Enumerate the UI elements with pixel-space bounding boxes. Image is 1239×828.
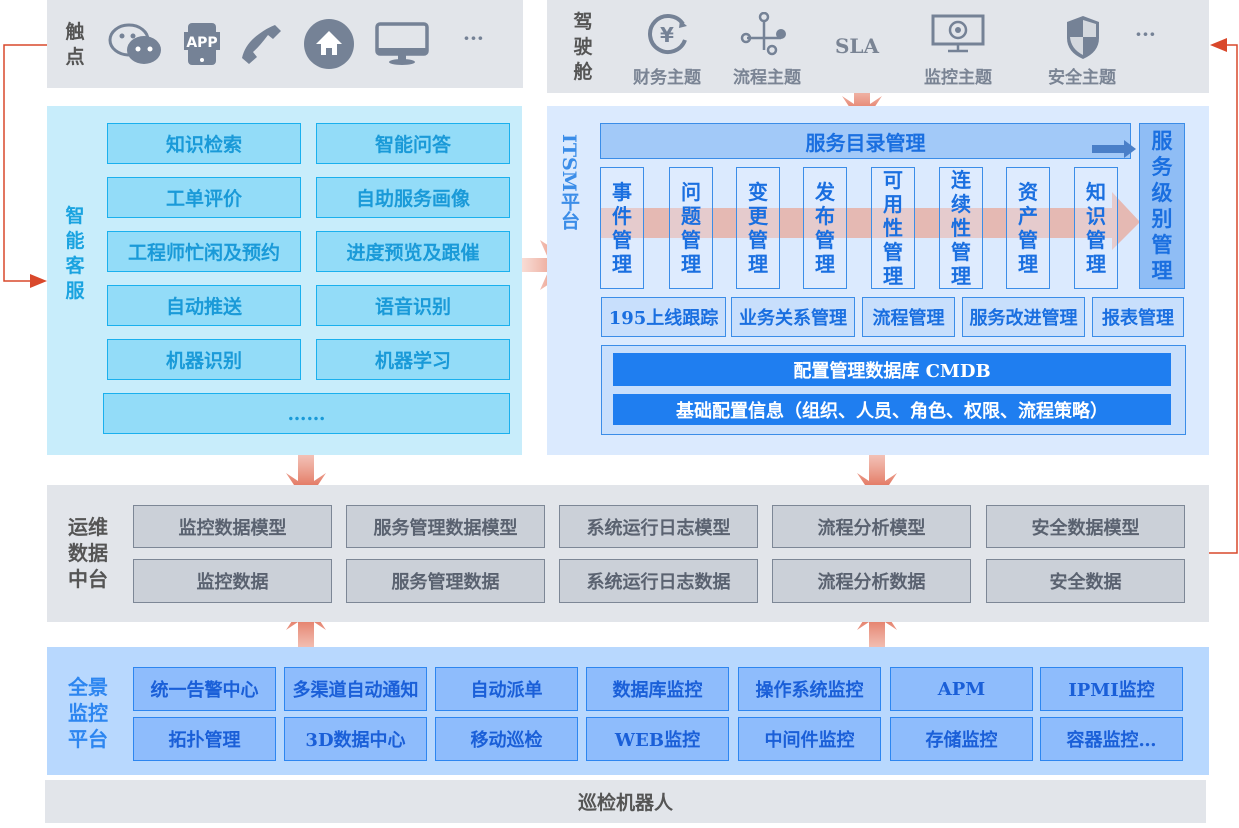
data-model-box[interactable]: 服务管理数据模型 — [346, 505, 545, 548]
process-box[interactable]: 发布管理 — [803, 167, 847, 289]
service-catalog-box[interactable]: 服务目录管理 — [600, 123, 1131, 159]
arrowhead-icon — [30, 274, 47, 288]
smart-service-more: …… — [103, 393, 510, 434]
cmdb-bar[interactable]: 配置管理数据库 CMDB — [613, 353, 1171, 386]
smart-service-panel: 智能客服 …… 知识检索智能问答工单评价自助服务画像工程师忙闲及预约进度预览及跟… — [47, 106, 522, 455]
smart-service-item[interactable]: 自助服务画像 — [316, 177, 510, 218]
process-box[interactable]: 知识管理 — [1074, 167, 1118, 289]
monitoring-item[interactable]: 自动派单 — [435, 667, 578, 711]
shield-icon — [1065, 14, 1101, 60]
smart-service-item[interactable]: 机器学习 — [316, 339, 510, 380]
touchpoints-label: 触点 — [65, 21, 85, 68]
itsm-module[interactable]: 业务关系管理 — [731, 297, 855, 337]
monitoring-item[interactable]: 多渠道自动通知 — [284, 667, 427, 711]
monitoring-item[interactable]: 拓扑管理 — [133, 717, 276, 761]
monitoring-item[interactable]: 移动巡检 — [435, 717, 578, 761]
process-box[interactable]: 连续性管理 — [939, 167, 983, 289]
data-model-box[interactable]: 流程分析模型 — [772, 505, 971, 548]
data-model-box[interactable]: 系统运行日志模型 — [559, 505, 758, 548]
app-text: APP — [186, 35, 217, 51]
base-config-bar[interactable]: 基础配置信息（组织、人员、角色、权限、流程策略） — [613, 394, 1171, 425]
monitoring-item[interactable]: APM — [890, 667, 1033, 711]
process-flow-arrow — [600, 192, 1140, 250]
phone-icon — [239, 22, 283, 66]
monitoring-panel: 全景监控平台 统一告警中心拓扑管理多渠道自动通知 3D数据中心自动派单移动巡检数据… — [47, 647, 1209, 775]
arrow-right-icon — [1092, 140, 1136, 158]
cockpit-item-monitor[interactable]: 监控主题 — [924, 68, 992, 88]
itsm-module[interactable]: 流程管理 — [862, 297, 955, 337]
process-box[interactable]: 可用性管理 — [871, 167, 915, 289]
monitoring-item[interactable]: 存储监控 — [890, 717, 1033, 761]
feedback-line-right — [1209, 44, 1238, 554]
ops-data-panel: 运维数据中台 监控数据模型监控数据服务管理数据模型服务管理数据系统运行日志模型系… — [47, 485, 1209, 622]
data-box[interactable]: 服务管理数据 — [346, 559, 545, 603]
touchpoints-panel: 触点 APP ··· — [47, 0, 523, 88]
itsm-label: ITSM平台 — [558, 134, 580, 230]
process-box[interactable]: 资产管理 — [1006, 167, 1050, 289]
monitoring-item[interactable]: 3D数据中心 — [284, 717, 427, 761]
itsm-panel: ITSM平台 服务目录管理 服务级别管理 配置管理数据库 CMDB 基础配置信息… — [547, 106, 1209, 455]
arrowhead-icon — [1210, 38, 1227, 52]
data-box[interactable]: 监控数据 — [133, 559, 332, 603]
smart-service-item[interactable]: 机器识别 — [107, 339, 301, 380]
more-icon: ··· — [463, 26, 484, 50]
inspection-robot-bar: 巡检机器人 — [45, 780, 1206, 823]
monitoring-label: 全景监控平台 — [68, 675, 108, 751]
cockpit-panel: 驾驶舱 ¥ 财务主题 流程主题 SLA 监控主题 安全主题 ··· — [547, 0, 1209, 93]
data-box[interactable]: 流程分析数据 — [772, 559, 971, 603]
finance-icon: ¥ — [647, 12, 689, 56]
cockpit-item-flow[interactable]: 流程主题 — [733, 68, 801, 88]
cockpit-item-finance[interactable]: 财务主题 — [633, 68, 701, 88]
process-box[interactable]: 事件管理 — [600, 167, 644, 289]
feedback-line-left — [3, 44, 47, 282]
smart-service-item[interactable]: 智能问答 — [316, 123, 510, 164]
monitoring-item[interactable]: 操作系统监控 — [738, 667, 881, 711]
process-box[interactable]: 问题管理 — [669, 167, 713, 289]
smart-service-label: 智能客服 — [65, 205, 85, 302]
monitoring-item[interactable]: WEB监控 — [586, 717, 729, 761]
smart-service-item[interactable]: 自动推送 — [107, 285, 301, 326]
smart-service-item[interactable]: 知识检索 — [107, 123, 301, 164]
svg-text:¥: ¥ — [660, 23, 674, 47]
cockpit-item-sla[interactable]: SLA — [834, 34, 880, 58]
arrow-down-icon — [842, 74, 882, 126]
app-icon: APP — [183, 22, 221, 66]
flow-icon — [739, 12, 787, 56]
itsm-module[interactable]: 服务改进管理 — [962, 297, 1085, 337]
home-icon — [303, 18, 355, 70]
smart-service-item[interactable]: 工程师忙闲及预约 — [107, 231, 301, 272]
process-box[interactable]: 变更管理 — [736, 167, 780, 289]
monitoring-item[interactable]: 统一告警中心 — [133, 667, 276, 711]
itsm-module[interactable]: 195上线跟踪 — [601, 297, 726, 337]
sla-management-box[interactable]: 服务级别管理 — [1139, 123, 1185, 289]
data-box[interactable]: 系统运行日志数据 — [559, 559, 758, 603]
cmdb-container: 配置管理数据库 CMDB 基础配置信息（组织、人员、角色、权限、流程策略） — [601, 345, 1186, 435]
monitoring-item[interactable]: 中间件监控 — [738, 717, 881, 761]
smart-service-item[interactable]: 进度预览及跟催 — [316, 231, 510, 272]
more-icon: ··· — [1135, 22, 1156, 46]
monitoring-item[interactable]: IPMI监控 — [1040, 667, 1183, 711]
cockpit-item-security[interactable]: 安全主题 — [1048, 68, 1116, 88]
data-model-box[interactable]: 安全数据模型 — [986, 505, 1185, 548]
data-model-box[interactable]: 监控数据模型 — [133, 505, 332, 548]
monitor-icon — [375, 22, 429, 66]
itsm-module[interactable]: 报表管理 — [1092, 297, 1184, 337]
monitor-icon — [931, 14, 985, 54]
monitoring-item[interactable]: 数据库监控 — [586, 667, 729, 711]
cockpit-label: 驾驶舱 — [573, 11, 593, 83]
wechat-icon — [107, 22, 163, 66]
monitoring-item[interactable]: 容器监控… — [1040, 717, 1183, 761]
smart-service-item[interactable]: 语音识别 — [316, 285, 510, 326]
data-box[interactable]: 安全数据 — [986, 559, 1185, 603]
smart-service-item[interactable]: 工单评价 — [107, 177, 301, 218]
ops-data-label: 运维数据中台 — [68, 515, 108, 591]
